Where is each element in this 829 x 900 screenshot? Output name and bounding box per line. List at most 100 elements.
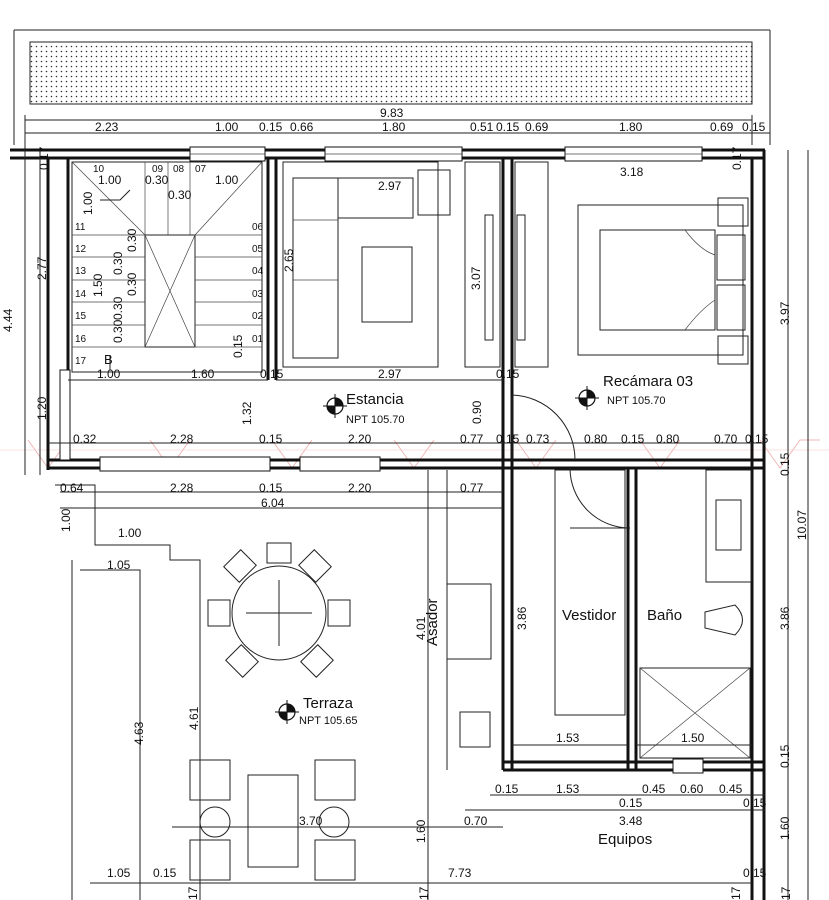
dim-label: 1.53: [556, 731, 580, 745]
dim-label: 0.30: [145, 173, 169, 187]
dim-label: 0.69: [525, 120, 549, 134]
dim-label: 17: [729, 886, 743, 900]
dimension-lines: [24, 150, 809, 900]
dim-label: 0.15: [231, 334, 245, 358]
room-label-equipos: Equipos: [598, 831, 652, 848]
stair-number: 14: [75, 289, 87, 300]
stair-number: 15: [75, 311, 87, 322]
dim-label: 0.15: [743, 796, 767, 810]
dim-label: 3.86: [515, 606, 529, 630]
dim-label: 4.44: [1, 308, 15, 332]
dims-top: 9.83 2.23 1.00 0.15 0.66 1.80 0.51 0.15 …: [95, 106, 766, 134]
dim-label: 1.20: [35, 396, 49, 420]
stair-number: 06: [252, 222, 264, 233]
dim-label: 0.15: [778, 744, 792, 768]
dim-label: 2.97: [378, 367, 402, 381]
dim-label: 0.15: [259, 120, 283, 134]
dim-label: 7.73: [448, 866, 472, 880]
dim-label: 0.15: [496, 120, 520, 134]
dim-label: 0.32: [73, 432, 97, 446]
dim-label: 0.30: [111, 296, 125, 320]
stair-number: 04: [252, 266, 264, 277]
windows: [59, 146, 704, 774]
dim-label: 0.30: [111, 251, 125, 275]
dim-label: 0.15: [743, 866, 767, 880]
stair-number: 08: [173, 164, 185, 175]
stair-number: 07: [195, 164, 207, 175]
dim-label: 1.50: [91, 273, 105, 297]
stair-number: 02: [252, 311, 264, 322]
dim-label: 0.60: [680, 782, 704, 796]
sofa: [282, 161, 549, 368]
stair-mark: B: [104, 352, 113, 367]
level-marker-recamara: [575, 386, 599, 410]
dim-label: 1.00: [59, 508, 73, 532]
dims-stair: 1.00 0.30 0.30 1.00 1.00 0.30 1.50 0.30 …: [81, 173, 284, 381]
level-marker-estancia: [323, 394, 347, 418]
dim-label: 0.15: [742, 120, 766, 134]
bed: [577, 197, 749, 365]
dim-label: 0.15: [621, 432, 645, 446]
dim-label: 2.23: [95, 120, 119, 134]
room-label-recamara: Recámara 03: [603, 373, 693, 390]
dim-label: 0.15: [259, 481, 283, 495]
dim-label: 3.97: [778, 301, 792, 325]
dim-label: 0.73: [526, 432, 550, 446]
dim-label: 17: [417, 886, 431, 900]
dim-label: 1.80: [619, 120, 643, 134]
dim-label: 1.60: [778, 816, 792, 840]
dims-terrace: 1.05 4.63 4.61 4.01 3.70 1.60 0.70 1.05 …: [107, 558, 488, 880]
dim-label: 0.15: [496, 367, 520, 381]
dim-label: 17: [186, 886, 200, 900]
dims-bottom: 17 17 17 17: [186, 886, 793, 900]
wardrobe-bath-fixtures: [554, 469, 752, 759]
dim-label: 0.90: [470, 400, 484, 424]
stair-number: 09: [152, 164, 164, 175]
dim-label: 17: [779, 886, 793, 900]
stair-numbers: 10 09 08 07 11 12 13 14 15 16 17 06 05 0…: [75, 164, 264, 367]
dim-label: 4.61: [187, 706, 201, 730]
stair-number: 12: [75, 244, 87, 255]
dim-label: 0.70: [464, 814, 488, 828]
dim-label: 0.77: [460, 481, 484, 495]
dim-label: 0.45: [719, 782, 743, 796]
dim-label: 2.65: [282, 248, 296, 272]
dim-label: 1.80: [382, 120, 406, 134]
stair: [71, 161, 263, 373]
dim-label: 0.15: [153, 866, 177, 880]
dim-label: 1.60: [191, 367, 215, 381]
stair-number: 17: [75, 356, 87, 367]
dim-label: 0.15: [745, 432, 769, 446]
stair-number: 03: [252, 289, 264, 300]
dim-label: 2.28: [170, 432, 194, 446]
level-label-terraza: NPT 105.65: [299, 715, 358, 727]
terrace-furniture: [55, 470, 752, 900]
stair-number: 11: [75, 222, 86, 233]
dim-label: 4.01: [414, 616, 428, 640]
dim-label: 0.30: [125, 228, 139, 252]
dim-label: 1.00: [98, 173, 122, 187]
planter-strip: [29, 41, 753, 105]
dim-label: 0.77: [460, 432, 484, 446]
stair-number: 05: [252, 244, 264, 255]
dim-label: 2.97: [378, 179, 402, 193]
dim-label: 1.00: [81, 191, 95, 215]
door-swings: [511, 394, 631, 529]
stair-number: 16: [75, 334, 87, 345]
dims-bath: 1.50 0.45 0.60 0.45 0.15 3.48 0.15: [619, 731, 767, 828]
dim-label: 1.32: [240, 401, 254, 425]
dim-label: 0.17: [37, 146, 51, 170]
dim-label: 4.63: [132, 721, 146, 745]
dim-label: 3.48: [619, 814, 643, 828]
dim-label: 1.00: [215, 120, 239, 134]
dim-label: 0.15: [495, 782, 519, 796]
dims-recamara: 3.18 0.90: [470, 165, 644, 424]
dim-label: 0.30: [111, 319, 125, 343]
dims-wardrobe: 3.86 1.53 0.15 1.53: [495, 606, 580, 796]
dim-label: 0.15: [778, 452, 792, 476]
dims-terrace-top: 2.28 0.15 2.20 0.77 6.04 1.00: [118, 481, 484, 540]
dim-label: 2.28: [170, 481, 194, 495]
room-label-bano: Baño: [647, 607, 682, 624]
dim-label: 10.07: [795, 510, 809, 540]
dim-label: 0.30: [125, 272, 139, 296]
